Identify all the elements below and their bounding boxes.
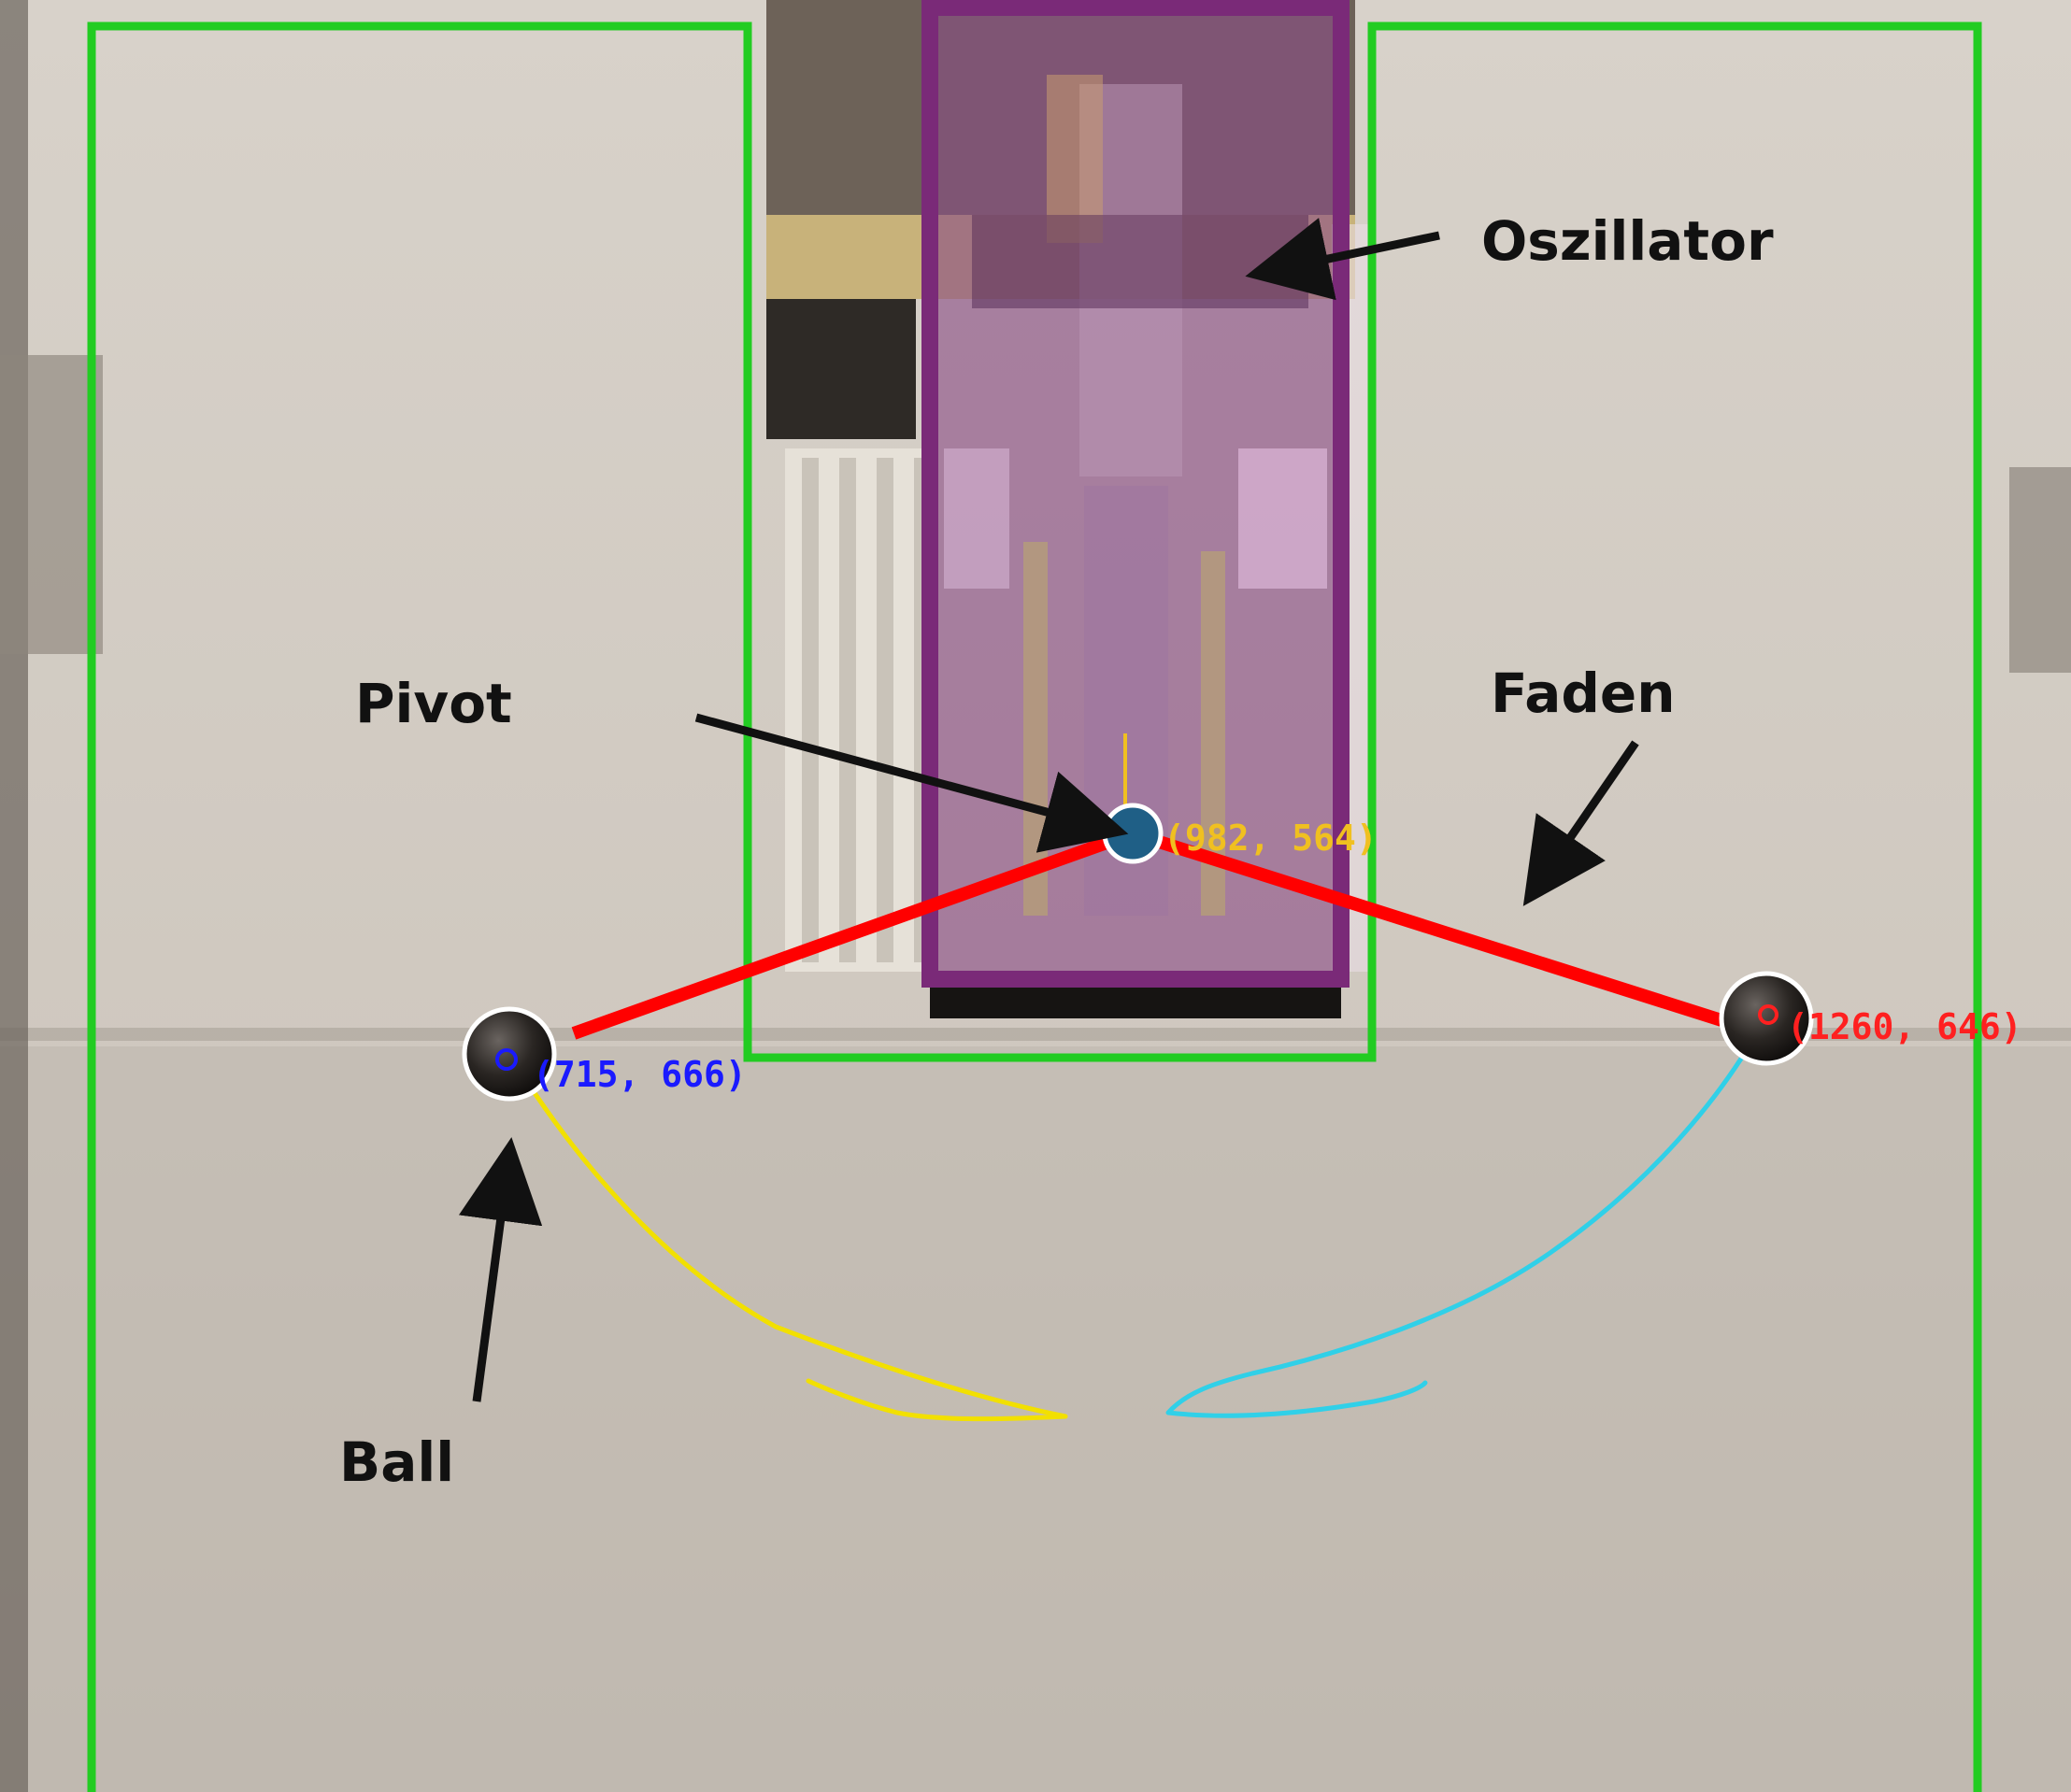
ball-right-coordinate: (1260, 646) <box>1787 1006 2022 1047</box>
ball-right <box>1719 971 1814 1066</box>
ball-left <box>462 1006 557 1102</box>
pivot-point <box>1102 803 1164 864</box>
string-right <box>1130 827 1724 1027</box>
label-faden: Faden <box>1491 661 1676 725</box>
oscillator-frame <box>921 0 1350 988</box>
arrow-pivot <box>694 713 1129 853</box>
arrow-oscillator <box>1245 218 1440 301</box>
trail-left <box>507 1051 1068 1422</box>
strings <box>571 827 1724 1040</box>
pivot-coordinate: (982, 564) <box>1164 818 1378 859</box>
ball-trails <box>507 1014 1769 1422</box>
tracking-frames <box>87 21 1982 1792</box>
label-oscillator: Oszillator <box>1481 209 1774 273</box>
radiator <box>785 448 935 972</box>
ball-left-coordinate: (715, 666) <box>533 1054 747 1095</box>
label-pivot: Pivot <box>355 672 512 735</box>
annotation-arrows <box>458 218 1639 1402</box>
oscillator-box <box>921 0 1350 988</box>
label-ball: Ball <box>339 1430 454 1494</box>
arrow-faden <box>1522 740 1639 906</box>
arrow-ball <box>458 1137 543 1402</box>
outer-frame <box>87 21 1982 1792</box>
trail-right <box>1165 1014 1769 1418</box>
string-left <box>571 827 1135 1040</box>
